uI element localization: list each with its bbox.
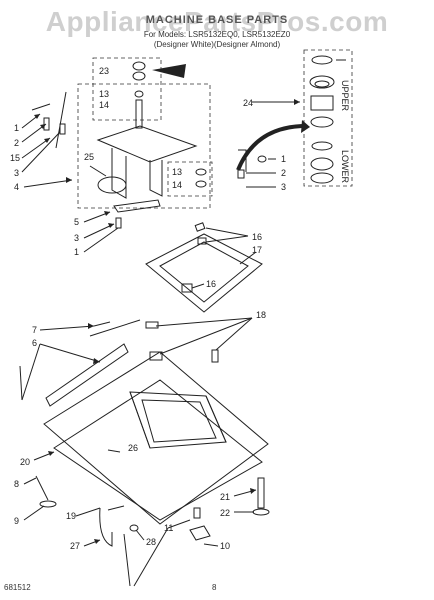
callout-3-right: 3 bbox=[281, 182, 286, 192]
drive-assembly bbox=[31, 61, 198, 199]
inset-box-23 bbox=[92, 57, 162, 121]
suspension-frame bbox=[145, 222, 263, 313]
callout-7: 7 bbox=[32, 325, 37, 335]
machine-base-frame bbox=[43, 319, 269, 525]
callout-11: 11 bbox=[164, 523, 173, 533]
callout-1-upper: 1 bbox=[14, 123, 19, 133]
callout-28: 28 bbox=[146, 537, 156, 547]
diagram-code: 681512 bbox=[4, 583, 31, 592]
callout-3-upper: 3 bbox=[14, 168, 19, 178]
diagram-title: MACHINE BASE PARTS bbox=[145, 14, 289, 26]
bearing-kit bbox=[309, 55, 346, 184]
callout-10: 10 bbox=[220, 541, 230, 551]
motor-clip-parts bbox=[195, 149, 267, 188]
callout-24: 24 bbox=[243, 98, 253, 108]
callout-19: 19 bbox=[66, 511, 76, 521]
label-upper: UPPER bbox=[340, 80, 350, 112]
pointer-arrow-23 bbox=[152, 64, 186, 78]
callout-26: 26 bbox=[128, 443, 138, 453]
callout-21: 21 bbox=[220, 492, 230, 502]
leveling-legs bbox=[35, 475, 270, 547]
leader-arrowheads bbox=[34, 99, 300, 544]
label-lower: LOWER bbox=[340, 150, 350, 184]
callout-8: 8 bbox=[14, 479, 19, 489]
inset-box-13-14 bbox=[167, 161, 213, 197]
model-line: For Models: LSR5132EQ0, LSR5132EZ0 bbox=[143, 30, 291, 39]
callout-15: 15 bbox=[10, 153, 20, 163]
callout-1-mid: 1 bbox=[74, 247, 79, 257]
callout-3-mid: 3 bbox=[74, 233, 79, 243]
callout-27: 27 bbox=[70, 541, 80, 551]
leader-lines bbox=[19, 101, 300, 587]
callout-2-upper: 2 bbox=[14, 138, 19, 148]
callout-13-top: 13 bbox=[99, 89, 109, 99]
callout-1-right: 1 bbox=[281, 154, 286, 164]
callout-18: 18 bbox=[256, 310, 266, 320]
callout-4: 4 bbox=[14, 182, 19, 192]
callout-9: 9 bbox=[14, 516, 19, 526]
callout-14-right: 14 bbox=[172, 180, 182, 190]
callout-25: 25 bbox=[84, 152, 94, 162]
callout-6: 6 bbox=[32, 338, 37, 348]
callout-22: 22 bbox=[220, 508, 230, 518]
callout-numbers: 1 2 15 3 4 23 13 14 25 24 13 14 1 2 3 5 … bbox=[10, 66, 286, 551]
watermark: AppliancePartsPros.com bbox=[45, 6, 389, 37]
page-number: 8 bbox=[212, 583, 217, 592]
drive-clip bbox=[113, 199, 161, 229]
callout-14-top: 14 bbox=[99, 100, 109, 110]
callout-2-right: 2 bbox=[281, 168, 286, 178]
callout-16-mid: 16 bbox=[206, 279, 216, 289]
callout-17: 17 bbox=[252, 245, 262, 255]
callout-23: 23 bbox=[99, 66, 109, 76]
callout-16-top: 16 bbox=[252, 232, 262, 242]
bearing-kit-box bbox=[303, 49, 353, 187]
color-line: (Designer White)(Designer Almond) bbox=[153, 40, 281, 49]
callout-5: 5 bbox=[74, 217, 79, 227]
inset-box-gearcase bbox=[77, 83, 211, 209]
callout-13-right: 13 bbox=[172, 167, 182, 177]
callout-20: 20 bbox=[20, 457, 30, 467]
